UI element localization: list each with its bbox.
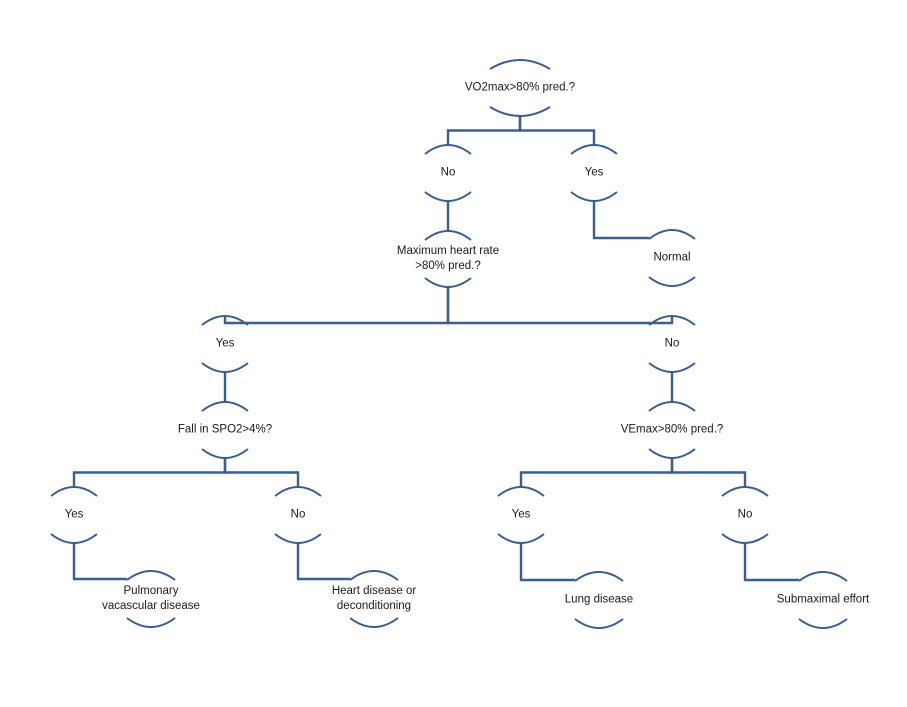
node-outcome-lung-disease: Lung disease	[564, 593, 634, 606]
node-top-arc	[798, 571, 848, 582]
node-top-arc	[648, 229, 696, 240]
node-bottom-arc	[424, 277, 472, 288]
node-top-arc	[489, 59, 551, 70]
node-root-vo2max: VO2max>80% pred.?	[464, 81, 576, 94]
node-top-arc	[574, 571, 624, 582]
connector-line	[446, 287, 674, 325]
node-bottom-arc	[201, 362, 249, 373]
node-bottom-arc	[798, 618, 848, 629]
node-bottom-arc	[201, 448, 249, 459]
connector-line	[743, 543, 799, 582]
node-outcome-heart-disease: Heart disease or deconditioning	[331, 585, 417, 612]
node-top-arc	[648, 401, 696, 412]
connector-line	[592, 201, 649, 240]
node-top-arc	[349, 570, 399, 581]
node-outcome-pulmonary-vascular-disease: Pulmonary vacascular disease	[102, 585, 200, 612]
node-vemax: VEmax>80% pred.?	[620, 423, 724, 436]
connector-line	[223, 458, 300, 487]
node-bottom-arc	[721, 533, 769, 544]
node-fall-in-spo2: Fall in SPO2>4%?	[177, 423, 273, 436]
node-outcome-normal: Normal	[653, 251, 691, 264]
node-top-arc	[570, 144, 618, 155]
connector-line	[72, 543, 127, 581]
node-bottom-arc	[648, 362, 696, 373]
connector-lines	[72, 116, 799, 582]
connector-line	[296, 543, 350, 581]
connector-line	[223, 287, 450, 325]
node-max-heart-rate: Maximum heart rate >80% pred.?	[396, 245, 500, 272]
node-top-arc	[274, 486, 322, 497]
node-bottom-arc	[489, 106, 551, 117]
node-answer-yes: Yes	[584, 166, 604, 179]
connector-line	[72, 458, 227, 487]
node-top-arc	[424, 144, 472, 155]
node-bottom-arc	[574, 618, 624, 629]
node-bottom-arc	[648, 276, 696, 287]
node-bottom-arc	[274, 533, 322, 544]
node-top-arc	[201, 401, 249, 412]
node-top-arc	[201, 315, 249, 326]
node-arcs	[50, 59, 848, 629]
node-answer-yes: Yes	[64, 508, 84, 521]
node-top-arc	[50, 486, 98, 497]
node-top-arc	[126, 570, 176, 581]
node-bottom-arc	[349, 617, 399, 628]
node-bottom-arc	[570, 191, 618, 202]
node-top-arc	[497, 486, 545, 497]
node-answer-yes: Yes	[215, 337, 235, 350]
node-answer-no: No	[664, 337, 680, 350]
node-bottom-arc	[126, 617, 176, 628]
node-bottom-arc	[424, 191, 472, 202]
connector-line	[670, 458, 747, 487]
node-answer-no: No	[290, 508, 306, 521]
node-bottom-arc	[50, 533, 98, 544]
node-top-arc	[721, 486, 769, 497]
node-top-arc	[424, 230, 472, 241]
node-bottom-arc	[497, 533, 545, 544]
node-bottom-arc	[648, 448, 696, 459]
node-answer-no: No	[440, 166, 456, 179]
connector-line	[446, 116, 522, 145]
connector-line	[519, 458, 674, 487]
connector-line	[518, 116, 596, 145]
node-answer-yes: Yes	[511, 508, 531, 521]
connector-line	[519, 543, 575, 582]
node-outcome-submaximal-effort: Submaximal effort	[776, 593, 870, 606]
node-answer-no: No	[737, 508, 753, 521]
node-top-arc	[648, 315, 696, 326]
